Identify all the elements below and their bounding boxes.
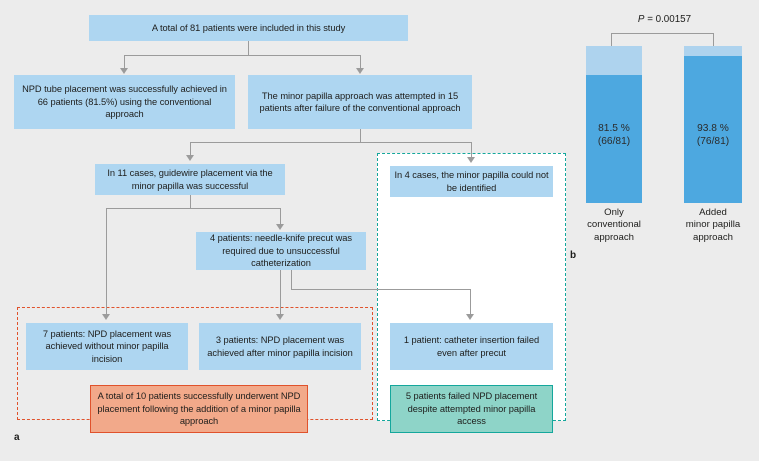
node-conventional-success: NPD tube placement was successfully achi… xyxy=(14,75,235,129)
bar-value-only-conventional: 81.5 % (66/81) xyxy=(578,122,650,148)
node-3-patients-after-incision: 3 patients: NPD placement was achieved a… xyxy=(199,323,361,370)
bar-fill-added-minor-papilla xyxy=(684,56,742,203)
connector-n5-down-n7 xyxy=(280,270,282,314)
category-line-1: Added xyxy=(699,207,727,218)
bar-percent-only-conventional: 81.5 % xyxy=(598,123,630,134)
arrow-to-n8 xyxy=(466,314,474,320)
connector-n2-stem xyxy=(360,55,362,68)
arrow-to-n7 xyxy=(276,314,284,320)
summary-box-success: A total of 10 patients successfully unde… xyxy=(90,385,308,433)
category-line-2: conventional xyxy=(587,219,641,231)
significance-bracket-top xyxy=(611,33,714,35)
bar-value-added-minor-papilla: 93.8 % (76/81) xyxy=(677,122,749,148)
node-needle-knife-precut: 4 patients: needle-knife precut was requ… xyxy=(196,232,366,270)
p-symbol: P xyxy=(637,14,645,25)
bar-fraction-only-conventional: (66/81) xyxy=(597,136,631,147)
node-total-patients: A total of 81 patients were included in … xyxy=(89,15,408,41)
connector-n5-to-n8 xyxy=(291,289,471,291)
region-failure-group xyxy=(377,153,566,421)
summary-box-failure: 5 patients failed NPD placement despite … xyxy=(390,385,553,433)
connector-n4-stem xyxy=(471,142,473,157)
significance-bracket-right xyxy=(713,33,715,46)
p-value-annotation: P = 0.00157 xyxy=(570,14,759,25)
connector-n8-stem xyxy=(470,289,472,314)
significance-bracket-left xyxy=(611,33,613,46)
bar-fraction-added-minor-papilla: (76/81) xyxy=(696,136,730,147)
panel-b-barchart: P = 0.00157 81.5 % (66/81) Only conventi… xyxy=(570,0,759,300)
arrow-to-n3 xyxy=(186,155,194,161)
connector-n0-split xyxy=(124,55,360,57)
category-line-1: Only xyxy=(604,207,624,218)
category-line-2: minor papilla xyxy=(685,219,741,231)
panel-a-letter: a xyxy=(14,432,20,443)
arrow-to-n5 xyxy=(276,224,284,230)
connector-n3-stem xyxy=(190,142,192,155)
connector-n2-split xyxy=(190,142,472,144)
bar-added-minor-papilla xyxy=(684,46,742,203)
category-line-3: approach xyxy=(593,231,634,243)
connector-n3-down xyxy=(190,195,192,209)
connector-n5-down-branch xyxy=(291,270,293,290)
arrow-to-n1 xyxy=(120,68,128,74)
connector-n2-down xyxy=(360,129,362,143)
category-line-3: approach xyxy=(692,231,733,243)
node-catheter-insertion-failed: 1 patient: catheter insertion failed eve… xyxy=(390,323,553,370)
bar-fill-only-conventional xyxy=(586,75,642,203)
arrow-to-n6 xyxy=(102,314,110,320)
node-papilla-not-identified: In 4 cases, the minor papilla could not … xyxy=(390,166,553,197)
arrow-to-n2 xyxy=(356,68,364,74)
panel-b-letter: b xyxy=(570,250,577,261)
arrow-to-n4 xyxy=(467,157,475,163)
bar-category-only-conventional: Only conventional approach xyxy=(572,207,656,244)
connector-n1-stem xyxy=(124,55,126,68)
bar-category-added-minor-papilla: Added minor papilla approach xyxy=(671,207,755,244)
node-guidewire-success: In 11 cases, guidewire placement via the… xyxy=(95,164,285,195)
p-value-text: = 0.00157 xyxy=(644,14,692,25)
bar-percent-added-minor-papilla: 93.8 % xyxy=(697,123,729,134)
connector-n0-down xyxy=(248,41,250,56)
connector-n5-stem xyxy=(280,208,282,224)
connector-n3-split xyxy=(106,208,281,210)
connector-n6-stem xyxy=(106,208,108,314)
node-7-patients-without-incision: 7 patients: NPD placement was achieved w… xyxy=(26,323,188,370)
bar-only-conventional xyxy=(586,46,642,203)
node-minor-papilla-attempted: The minor papilla approach was attempted… xyxy=(248,75,472,129)
